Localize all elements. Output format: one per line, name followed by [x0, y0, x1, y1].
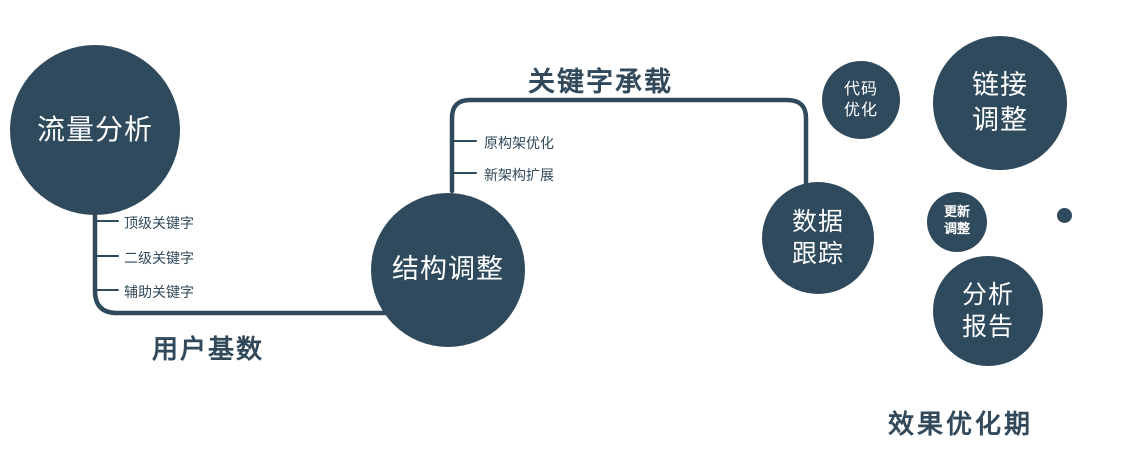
node-link-adjustment: 链接 调整: [933, 36, 1067, 170]
node-traffic-analysis: 流量分析: [10, 45, 180, 215]
node-update-adjustment: 更新 调整: [927, 192, 987, 252]
node-code-optimization: 代码 优化: [822, 61, 900, 139]
branch-second-keywords: 二级关键字: [124, 251, 194, 267]
node-analysis-report: 分析 报告: [933, 256, 1043, 366]
small-dot: [1057, 208, 1072, 223]
edge-traffic-structure: [92, 195, 391, 316]
node-structure-adjustment: 结构调整: [371, 193, 525, 347]
branch-aux-keywords: 辅助关键字: [124, 285, 194, 301]
branch-framework-optimization: 原构架优化: [484, 136, 554, 152]
edge-label-keyword-carry: 关键字承载: [528, 67, 673, 98]
node-data-tracking: 数据 跟踪: [762, 182, 874, 294]
branch-architecture-expansion: 新架构扩展: [484, 168, 554, 184]
edge-structure-tracking: [449, 97, 809, 194]
footer-effect-optimization-period: 效果优化期: [888, 410, 1034, 440]
branch-top-keywords: 顶级关键字: [124, 216, 194, 232]
edge-label-user-base: 用户基数: [152, 335, 265, 365]
